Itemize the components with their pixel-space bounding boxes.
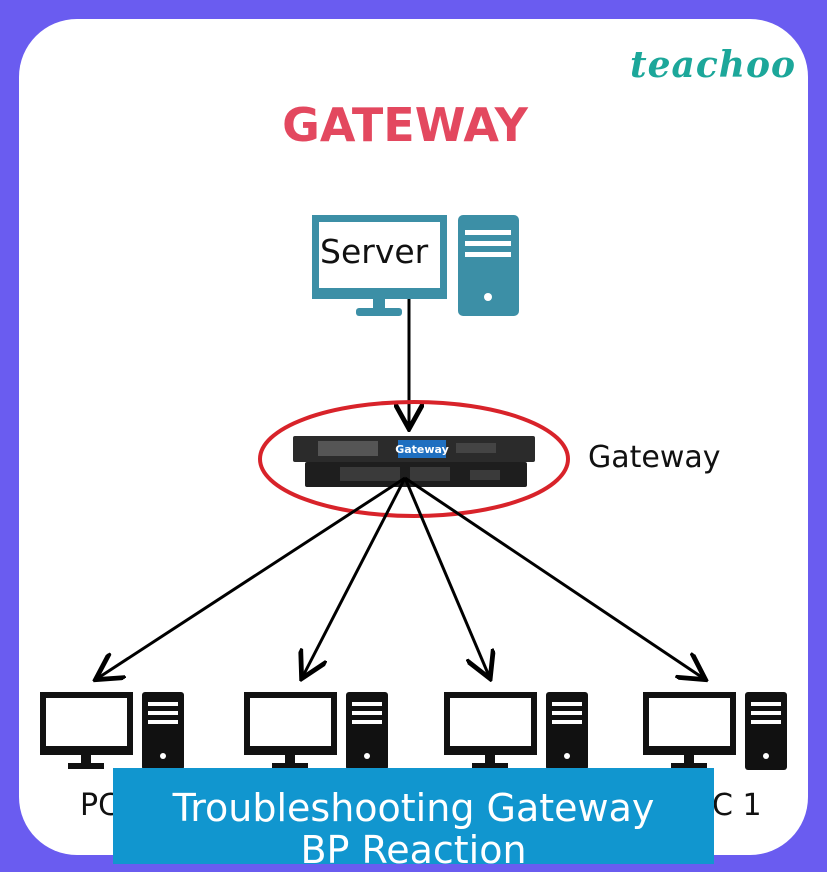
link-gateway-pc4 [404,476,703,678]
pc-tower-icon [745,692,787,770]
pc-monitor-icon [643,692,736,769]
pc-monitor-icon [40,692,133,769]
banner-line-1: Troubleshooting Gateway [172,786,655,830]
pc-2 [244,692,388,770]
pc-4 [643,692,787,770]
pc-tower-icon [546,692,588,770]
pc-label-right: C 1 [712,788,762,823]
gateway-label: Gateway [588,440,721,475]
gateway-highlight [258,400,570,518]
gateway-device-label: Gateway [395,443,449,456]
link-gateway-pc3 [403,477,489,676]
page-title: GATEWAY [282,98,528,152]
pc-monitor-icon [244,692,337,769]
server-tower-icon [458,215,519,316]
link-gateway-pc2 [303,477,407,676]
link-gateway-pc1 [98,476,406,678]
server-monitor-icon [312,215,447,316]
caption-banner: Troubleshooting Gateway BP Reaction [113,768,714,872]
pc-3 [444,692,588,770]
pc-tower-icon [346,692,388,770]
pc-tower-icon [142,692,184,770]
pc-1 [40,692,184,770]
pc-monitor-icon [444,692,537,769]
gateway-device-icon: Gateway [293,436,535,487]
pc-label-left: PC [80,788,120,823]
brand-logo: teachoo [630,44,796,86]
server-label: Server [320,232,429,271]
banner-line-2: BP Reaction [300,828,527,872]
